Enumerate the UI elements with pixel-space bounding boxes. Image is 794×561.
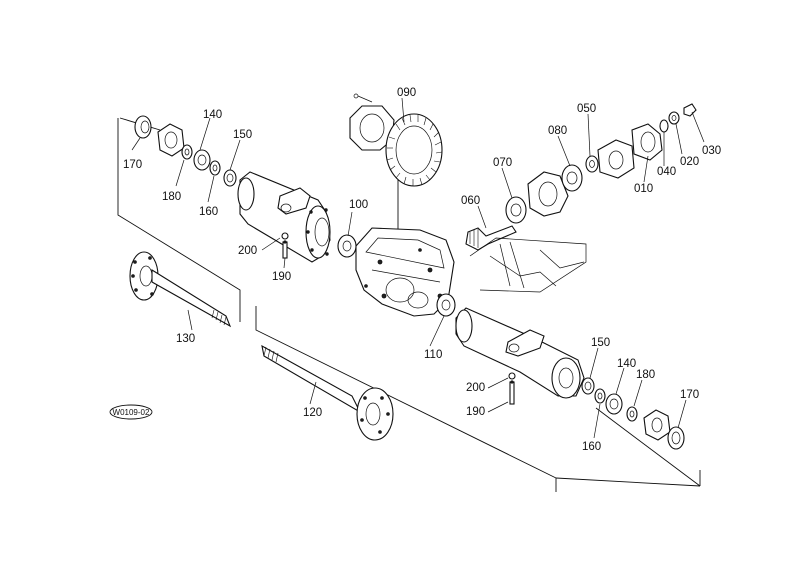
left-hub-parts [134, 115, 237, 187]
callout-050: 050 [577, 103, 596, 115]
right-axle-housing [455, 307, 585, 405]
callout-040: 040 [657, 166, 676, 178]
callout-120: 120 [303, 407, 322, 419]
pinion-bearing-parts [505, 103, 697, 224]
callout-020: 020 [680, 156, 699, 168]
callout-190-left: 190 [272, 271, 291, 283]
axle-shaft-120 [261, 344, 394, 441]
right-hub-parts [581, 377, 685, 450]
callout-140-right: 140 [617, 358, 636, 370]
differential-housing [337, 227, 456, 317]
callout-140-left: 140 [203, 109, 222, 121]
diagram-code-text: W0109-02 [113, 408, 150, 417]
callout-130: 130 [176, 333, 195, 345]
pinion-shaft-060 [465, 225, 517, 251]
ring-gear-and-carrier [349, 93, 443, 187]
callout-160-left: 160 [199, 206, 218, 218]
callout-150-right: 150 [591, 337, 610, 349]
axle-shaft-130 [129, 251, 232, 328]
left-axle-housing [237, 171, 331, 263]
callout-060: 060 [461, 195, 480, 207]
callout-180-right: 180 [636, 369, 655, 381]
tractor-frame-outline [469, 237, 587, 293]
assembly-guide-lines [117, 117, 701, 492]
callout-190-right: 190 [466, 406, 485, 418]
callout-100: 100 [349, 199, 368, 211]
callout-110: 110 [424, 349, 442, 361]
callout-170-right: 170 [680, 389, 699, 401]
diagram-code-stamp: W0109-02 [109, 404, 153, 420]
callout-030: 030 [702, 145, 721, 157]
callout-leaders [131, 97, 705, 439]
callout-160-right: 160 [582, 441, 601, 453]
callout-180-left: 180 [162, 191, 181, 203]
callout-200-right: 200 [466, 382, 485, 394]
callout-150-left: 150 [233, 129, 252, 141]
callout-010: 010 [634, 183, 653, 195]
callout-090: 090 [397, 87, 416, 99]
callout-070: 070 [493, 157, 512, 169]
callout-200-left: 200 [238, 245, 257, 257]
callout-labels: 090 050 080 070 060 010 040 020 030 100 … [123, 87, 721, 453]
callout-170-left: 170 [123, 159, 142, 171]
callout-080: 080 [548, 125, 567, 137]
